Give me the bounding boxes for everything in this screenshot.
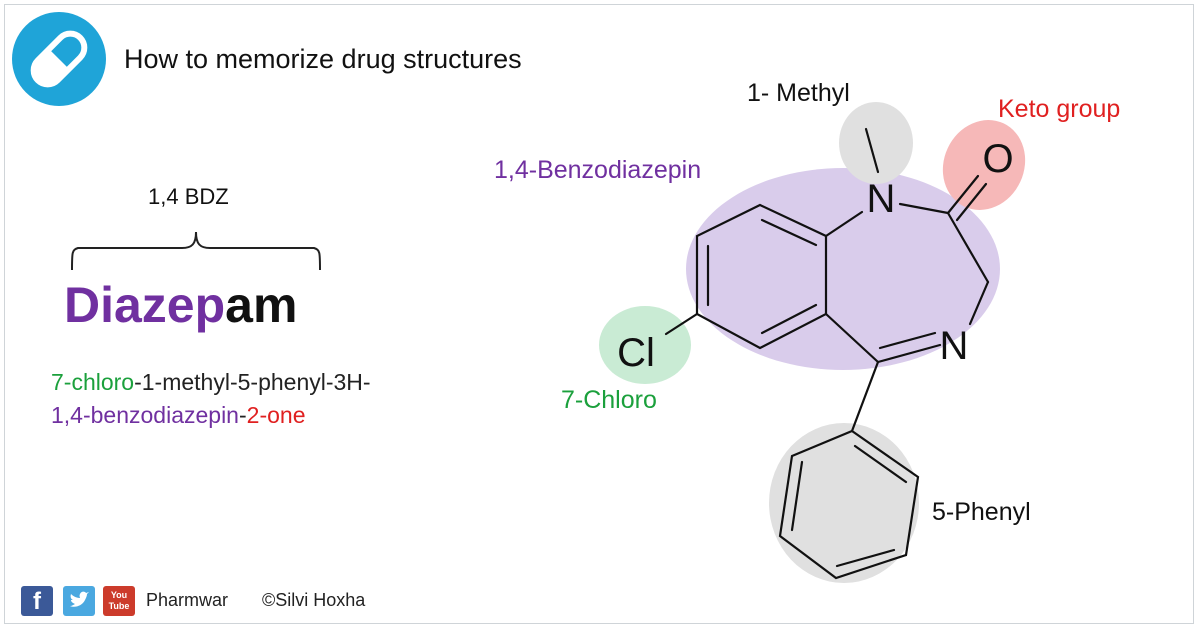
class-label: 1,4 BDZ xyxy=(148,184,229,209)
iupac-line-2: 1,4-benzodiazepin-2-one xyxy=(51,399,371,432)
capsule-pill-icon xyxy=(12,12,106,106)
label-phenyl: 5-Phenyl xyxy=(932,498,1031,526)
label-methyl: 1- Methyl xyxy=(747,79,850,107)
keto-highlight xyxy=(942,120,1026,210)
benzodiazepin-highlight xyxy=(686,168,1000,370)
drug-name: Diazepam xyxy=(64,280,297,330)
iupac-chloro: 7-chloro xyxy=(51,369,135,395)
iupac-benzodiazepin: 1,4-benzodiazepin xyxy=(51,402,239,428)
youtube-icon[interactable]: You Tube xyxy=(103,586,135,616)
label-chloro: 7-Chloro xyxy=(561,386,657,414)
phenyl-ring xyxy=(778,429,920,580)
label-keto-group: Keto group xyxy=(998,95,1120,123)
twitter-bird-glyph xyxy=(70,591,89,607)
drug-name-class-part: Diazep xyxy=(64,277,226,333)
curly-brace xyxy=(71,231,321,271)
iupac-one: 2-one xyxy=(246,402,306,428)
phenyl-highlight xyxy=(769,423,919,583)
label-benzodiazepin: 1,4-Benzodiazepin xyxy=(494,156,701,184)
drug-name-rest: am xyxy=(225,277,298,333)
facebook-icon[interactable]: f xyxy=(21,586,53,616)
iupac-middle: -1-methyl-5-phenyl-3H- xyxy=(134,369,371,395)
iupac-name: 7-chloro-1-methyl-5-phenyl-3H- 1,4-benzo… xyxy=(51,366,371,432)
atom-nitrogen-1: N xyxy=(867,177,896,221)
iupac-line-1: 7-chloro-1-methyl-5-phenyl-3H- xyxy=(51,366,371,399)
atom-chlorine: Cl xyxy=(617,331,655,375)
copyright: ©Silvi Hoxha xyxy=(262,590,366,610)
youtube-text-top: You xyxy=(110,590,128,600)
chloro-highlight xyxy=(599,306,691,384)
atom-nitrogen-4: N xyxy=(940,324,969,368)
methyl-highlight xyxy=(839,102,913,184)
page-frame xyxy=(4,4,1194,624)
twitter-icon[interactable] xyxy=(63,586,95,616)
youtube-text-bottom: Tube xyxy=(108,601,130,611)
atom-oxygen: O xyxy=(982,137,1013,181)
iupac-dash: - xyxy=(238,402,247,428)
site-name[interactable]: Pharmwar xyxy=(146,590,229,610)
page-title: How to memorize drug structures xyxy=(124,44,522,74)
